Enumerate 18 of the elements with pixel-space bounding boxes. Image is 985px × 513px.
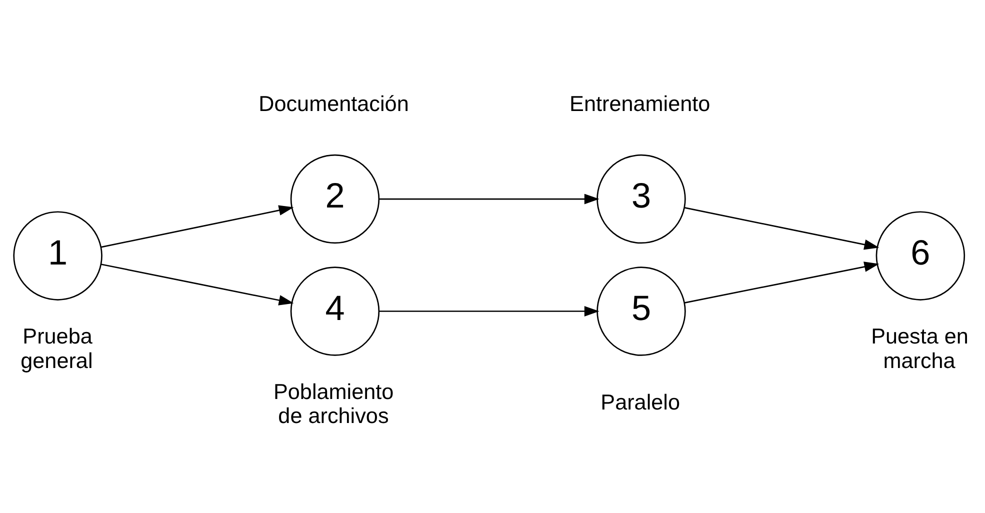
node-circle: 1: [13, 211, 102, 300]
arrow: [684, 262, 880, 304]
node-circle: 2: [290, 154, 380, 244]
node-label: Poblamiento de archivos: [273, 378, 394, 428]
node-circle: 5: [596, 266, 686, 356]
node-circle: 3: [596, 154, 686, 244]
arrow: [101, 264, 294, 306]
node-circle: 4: [290, 266, 380, 356]
arrow: [684, 207, 880, 250]
arrow: [101, 205, 294, 248]
node-label: Documentación: [258, 90, 409, 116]
node-label: Prueba general: [20, 323, 93, 373]
node-label: Paralelo: [600, 390, 680, 415]
node-label: Puesta en marcha: [871, 323, 968, 373]
arrow: [379, 194, 600, 204]
node-circle: 6: [876, 211, 966, 300]
arrow: [379, 306, 600, 316]
node-label: Entrenamiento: [570, 90, 710, 116]
